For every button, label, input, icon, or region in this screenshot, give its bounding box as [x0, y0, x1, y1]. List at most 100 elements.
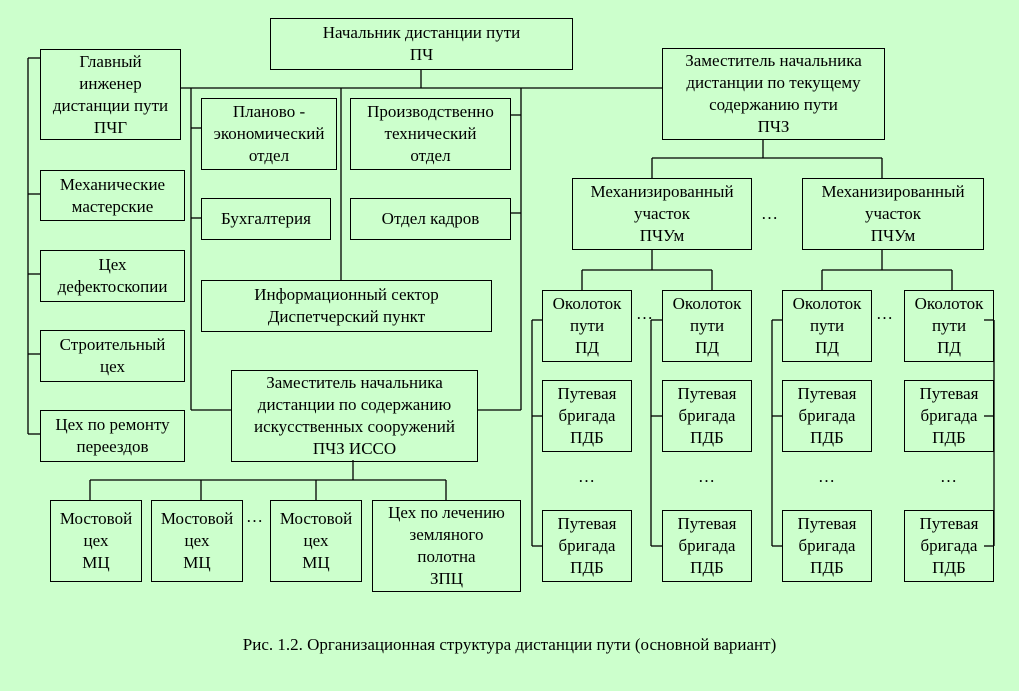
ellipsis-brigade-3: … [818, 467, 835, 486]
box-line: Путевая [677, 514, 737, 533]
ellipsis-okolotok-2: … [876, 304, 893, 323]
box-line: ПД [695, 338, 719, 357]
box-line: Путевая [677, 384, 737, 403]
box-line: земляного [409, 525, 484, 544]
box-line: МЦ [82, 553, 110, 572]
box-line: ПЧЗ [757, 117, 790, 136]
box-line: Мостовой [59, 509, 133, 528]
box-line: МЦ [302, 553, 330, 572]
box-line: Механические [59, 174, 166, 194]
ellipsis-brigade-4: … [940, 467, 957, 486]
box-line: бригада [920, 406, 978, 425]
box-line: технический [384, 124, 477, 143]
box-line: пути [931, 316, 967, 335]
box-line: ПДБ [570, 558, 604, 577]
box-line: мастерские [71, 196, 154, 216]
box-line: Мостовой [279, 509, 353, 528]
box-line: бригада [678, 536, 736, 555]
box-line: отдел [410, 146, 451, 165]
box-line: Околоток [552, 294, 622, 313]
box-line: Путевая [797, 384, 857, 403]
box-line: цех [184, 531, 210, 550]
box-line: бригада [678, 406, 736, 425]
box-line: ПДБ [570, 428, 604, 447]
box-line: Заместитель начальника [266, 373, 443, 392]
box-line: Механизированный [821, 182, 965, 201]
box-line: ПДБ [810, 558, 844, 577]
box-line: дистанции пути [52, 95, 169, 115]
figure-caption: Рис. 1.2. Организационная структура дист… [242, 635, 777, 654]
ellipsis-bridge-shops: … [246, 507, 263, 526]
box-line: ПЧУм [870, 226, 916, 245]
box-line: Путевая [797, 514, 857, 533]
box-line: Заместитель начальника [685, 51, 862, 70]
box-line: Начальник дистанции пути [322, 23, 521, 42]
box-line: полотна [417, 547, 476, 566]
box-line: ЗПЦ [429, 569, 464, 588]
box-line: ПДБ [690, 558, 724, 577]
box-line: Производственно [367, 102, 494, 121]
box-line: инженер [79, 73, 142, 93]
crossing-repair-shop-box: Цех по ремонту переездов [40, 410, 185, 462]
box-line: ПД [937, 338, 961, 357]
box-line: Путевая [557, 514, 617, 533]
box-line: Цех по ремонту [55, 415, 170, 434]
box-line: участок [864, 204, 922, 223]
box-line: бригада [558, 406, 616, 425]
box-line: цех [83, 531, 109, 550]
box-line: цех [100, 357, 125, 376]
box-line: ПДБ [932, 428, 966, 447]
box-line: Бухгалтерия [221, 209, 311, 228]
box-line: Путевая [919, 384, 979, 403]
box-line: бригада [798, 406, 856, 425]
box-line: содержанию пути [709, 95, 838, 114]
box-line: Мостовой [160, 509, 234, 528]
box-line: участок [633, 204, 691, 223]
box-line: экономический [213, 124, 325, 143]
production-technical-dept-box: Производственно технический отдел [350, 98, 511, 170]
box-line: ПЧЗ ИССО [312, 439, 397, 458]
box-line: дефектоскопии [57, 277, 168, 296]
accounting-box: Бухгалтерия [201, 198, 331, 240]
box-line: ПЧ [409, 45, 434, 64]
box-line: пути [569, 316, 605, 335]
box-line: Информационный сектор [254, 285, 439, 304]
box-line: ПДБ [690, 428, 724, 447]
box-line: Цех по лечению [388, 503, 505, 522]
box-line: ПЧГ [93, 117, 128, 137]
box-line: Околоток [914, 294, 984, 313]
ellipsis-brigade-2: … [698, 467, 715, 486]
box-line: пути [809, 316, 845, 335]
box-line: Околоток [672, 294, 742, 313]
box-line: ПДБ [810, 428, 844, 447]
box-line: ПЧУм [639, 226, 685, 245]
box-line: Диспетчерский пункт [267, 307, 426, 326]
box-line: ПД [815, 338, 839, 357]
box-line: Механизированный [590, 182, 734, 201]
box-line: переездов [76, 437, 149, 456]
box-line: МЦ [183, 553, 211, 572]
box-line: пути [689, 316, 725, 335]
box-line: Планово - [232, 102, 306, 121]
box-line: Отдел кадров [381, 209, 480, 228]
